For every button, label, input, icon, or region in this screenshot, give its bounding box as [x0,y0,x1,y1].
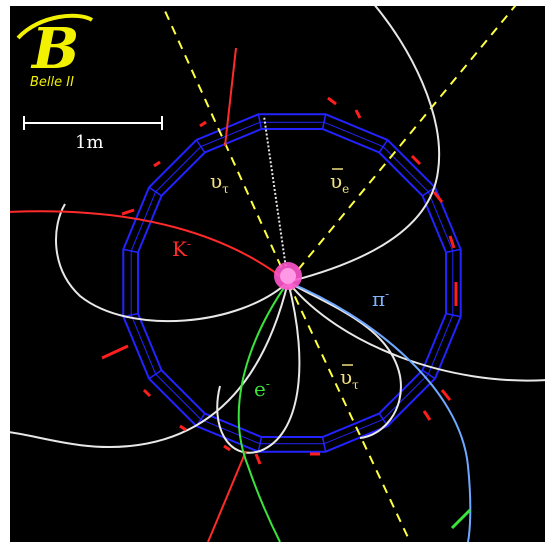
label-nu-tau-bar: υτ [340,364,359,392]
scale-bar: 1m [23,116,163,153]
label-electron: e- [254,377,270,401]
ecl-hits [101,96,458,465]
red-stub-top [224,47,237,147]
detector-ring-2 [137,128,447,438]
detector-divider [123,248,139,254]
track-right-curl [287,281,402,439]
green-stub [450,508,472,530]
nu-tau-line-top [161,6,289,283]
scale-bar-label: 1m [75,132,104,153]
svg-text:υτ: υτ [340,365,359,392]
neutrino-lines [161,6,517,542]
belle2-logo: B Belle II [16,13,94,90]
kaon-track [10,210,289,283]
detector-divider [257,114,263,130]
event-display-canvas: B Belle II 1m [10,6,545,542]
logo-swoosh [16,13,94,40]
detector-divider [445,248,461,254]
detector-divider [321,436,327,452]
logo-letter: B [30,16,79,82]
svg-text:υe: υe [330,169,349,196]
detector-barrel [122,113,462,453]
track-top-right-loop [287,6,441,283]
detector-divider [422,369,436,380]
interaction-vertex-core [280,268,296,284]
detector-divider [378,139,389,153]
detector-divider [321,114,327,130]
nu-e-bar-line [287,6,517,283]
event-display: B Belle II 1m [10,6,545,542]
pion-track [287,281,472,542]
track-right-long [287,281,545,382]
detector-divider [257,436,263,452]
detector-divider [445,312,461,318]
red-stub-bottom [207,450,247,542]
logo-caption: Belle II [30,75,74,90]
detector-divider [148,186,162,197]
track-bottom-left [10,281,289,448]
label-kaon: K- [172,237,191,261]
track-bottom-middle [216,281,301,454]
label-nu-tau-top: υτ [210,169,229,196]
detector-divider [148,369,162,380]
track-left-loop [55,203,289,323]
detector-divider [195,139,206,153]
label-pion: π- [372,287,389,311]
electron-track [237,281,289,542]
nu-tau-bar-line [287,281,412,542]
label-nu-e-bar: υe [330,168,349,196]
white-tracks [10,6,545,454]
